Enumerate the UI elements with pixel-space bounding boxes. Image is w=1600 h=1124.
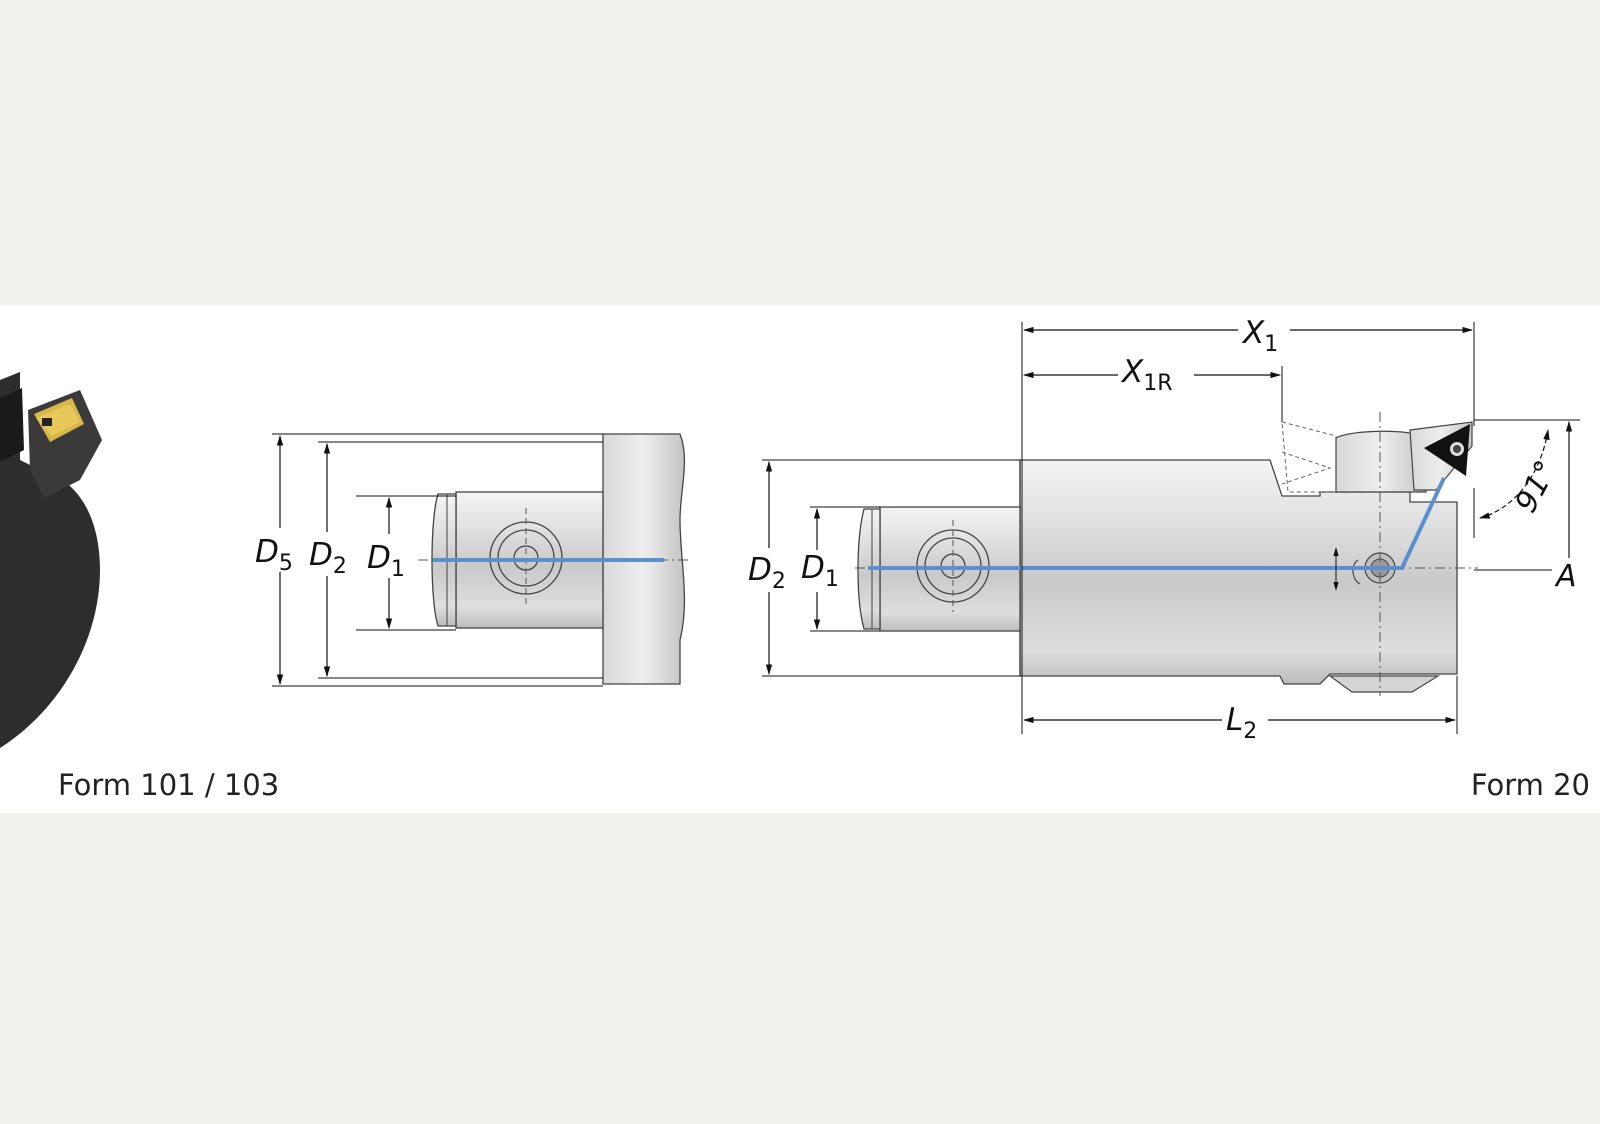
label-d2: D2: [309, 537, 347, 579]
label-d1: D1: [367, 540, 405, 582]
drawing-form-20: X1 X1R L2 D2 D1 A 91°: [744, 312, 1584, 744]
label-x1: X1: [1241, 315, 1278, 357]
boring-bar-body: [1019, 459, 1458, 685]
drawing-form-101: D5 D2 D1: [252, 433, 690, 687]
tool-photo: [0, 372, 102, 748]
label-a: A: [1554, 559, 1577, 594]
label-d5: D5: [255, 534, 293, 576]
label-x1r: X1R: [1120, 354, 1173, 396]
cutting-insert: [1424, 424, 1470, 476]
caption-form-20: Form 20: [1470, 768, 1590, 802]
coolant-line-form-20: [868, 477, 1446, 570]
caption-form-101-103: Form 101 / 103: [58, 768, 280, 802]
label-d2-form-20: D2: [748, 552, 786, 594]
label-d1-form-20: D1: [801, 550, 839, 592]
label-l2: L2: [1226, 702, 1257, 744]
